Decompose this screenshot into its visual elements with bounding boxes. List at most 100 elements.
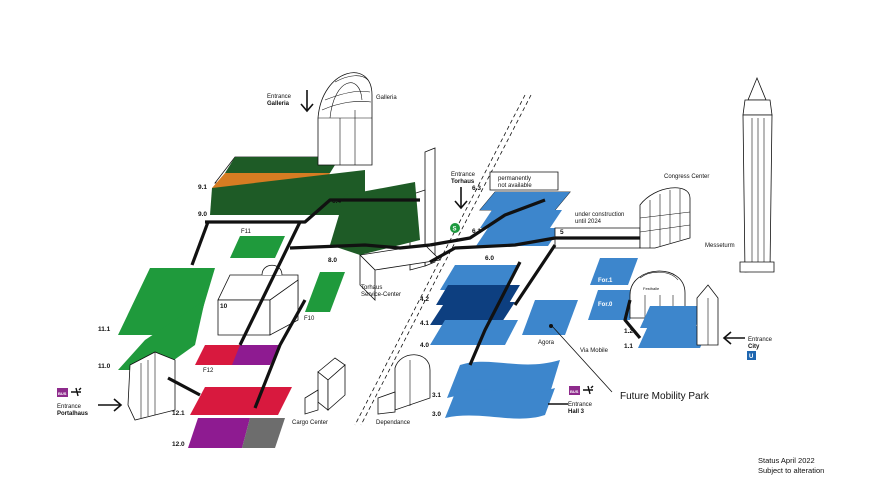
entrance-galleria-label-2: Galleria: [267, 101, 290, 107]
railway-line-2: [360, 94, 532, 426]
note-under-construction: under construction: [575, 212, 624, 218]
hall-6-3-note-box: [489, 171, 559, 191]
entrance-hall3-label-2: Hall 3: [568, 409, 585, 415]
hall-12-0-grey[interactable]: [242, 418, 285, 448]
forum-1[interactable]: [590, 258, 638, 285]
label-cargo-center: Cargo Center: [292, 420, 328, 426]
label-hall-9-0: 9.0: [198, 211, 207, 218]
arrow-left-icon: [722, 331, 745, 345]
label-festhalle: Festhalle: [643, 286, 660, 291]
entrance-city-label-1: Entrance: [748, 337, 773, 343]
hall-4-0[interactable]: [430, 320, 518, 345]
hall-3-0[interactable]: [445, 388, 555, 419]
hall-12-0-purple[interactable]: [188, 418, 250, 448]
svg-text:U: U: [749, 354, 753, 360]
portalhaus-building[interactable]: [127, 351, 176, 421]
airplane-icon: [583, 385, 594, 395]
agora-area[interactable]: [522, 300, 578, 335]
bus-icon: BUS: [569, 386, 580, 395]
hall-f12-purple[interactable]: [232, 345, 280, 365]
airplane-icon: [71, 387, 82, 397]
label-hall-12-1: 12.1: [172, 410, 185, 417]
pointer-dot: [549, 324, 553, 328]
hall-1-tower[interactable]: [696, 284, 719, 346]
label-for-1: For.1: [598, 278, 613, 284]
hall-3-1[interactable]: [447, 360, 560, 398]
label-hall-3-0: 3.0: [432, 411, 441, 418]
entrance-torhaus-label-2: Torhaus: [451, 179, 475, 185]
label-future-mobility-park: Future Mobility Park: [620, 391, 710, 402]
arrow-right-icon: [98, 398, 123, 412]
label-for-0: For.0: [598, 302, 613, 308]
label-hall-6-0: 6.0: [485, 255, 494, 262]
note-not-available: not available: [498, 183, 532, 189]
hall-12-1[interactable]: [190, 387, 292, 415]
label-hall-3-1: 3.1: [432, 392, 441, 399]
walkway-network: [167, 198, 642, 409]
label-galleria: Galleria: [376, 95, 397, 101]
label-hall-1-1: 1.1: [624, 343, 633, 350]
hall-4-3[interactable]: [440, 265, 520, 290]
cargo-center-building[interactable]: [304, 357, 346, 415]
arrow-down-icon: [300, 90, 314, 113]
label-hall-12-0: 12.0: [172, 441, 185, 448]
note-until-2024: until 2024: [575, 219, 602, 225]
label-f10: F10: [304, 316, 315, 322]
label-hall-6-1: 6.1: [472, 228, 481, 235]
dependance-building[interactable]: [377, 354, 431, 415]
label-torhaus-sc-2: Service-Center: [361, 292, 401, 298]
entrance-portalhaus-label-1: Entrance: [57, 404, 82, 410]
label-congress-center: Congress Center: [664, 174, 709, 180]
label-f11: F11: [241, 229, 252, 235]
label-dependance: Dependance: [376, 420, 411, 426]
u-bahn-icon: U: [747, 351, 756, 360]
status-date: Status April 2022: [758, 456, 815, 465]
hall-6-3[interactable]: [480, 192, 570, 210]
pointer-line: [551, 325, 613, 393]
svg-text:BUS: BUS: [570, 389, 579, 394]
messeturm-tower[interactable]: [739, 76, 775, 273]
entrance-hall3-label-1: Entrance: [568, 402, 593, 408]
congress-center-building[interactable]: [639, 187, 691, 249]
label-hall-1-2: 1.2: [624, 328, 633, 335]
label-f12: F12: [203, 368, 214, 374]
entrance-torhaus-label-1: Entrance: [451, 172, 476, 178]
hall-f11[interactable]: [230, 236, 285, 258]
label-hall-10: 10: [220, 303, 228, 310]
status-note: Subject to alteration: [758, 466, 824, 475]
hall-4-1[interactable]: [430, 302, 515, 325]
label-messeturm: Messeturm: [705, 243, 735, 249]
label-agora: Agora: [538, 340, 555, 346]
entrance-portalhaus-label-2: Portalhaus: [57, 411, 89, 417]
label-torhaus-sc-1: Torhaus: [361, 285, 382, 291]
label-hall-8-0: 8.0: [328, 257, 337, 264]
label-hall-4-0: 4.0: [420, 342, 429, 349]
svg-text:S: S: [453, 227, 457, 233]
label-hall-11-1: 11.1: [98, 326, 111, 333]
svg-text:BUS: BUS: [58, 391, 67, 396]
entrance-city-label-2: City: [748, 344, 760, 350]
label-hall-4-2: 4.2: [420, 296, 429, 303]
hall-1-1[interactable]: [638, 326, 710, 348]
label-via-mobile: Via Mobile: [580, 348, 609, 354]
hall-1-2[interactable]: [640, 306, 705, 328]
label-hall-5: 5: [560, 229, 564, 236]
s-bahn-icon: S: [450, 223, 460, 233]
note-permanently: permanently: [498, 176, 531, 182]
bus-icon: BUS: [57, 388, 68, 397]
hall-6-2[interactable]: [480, 210, 562, 228]
hall-10-building[interactable]: [217, 264, 299, 336]
hall-9-2[interactable]: [225, 157, 340, 173]
label-hall-6-3: 6.3: [472, 185, 481, 192]
label-hall-11-0: 11.0: [98, 363, 111, 370]
hall-11-0[interactable]: [118, 300, 205, 370]
label-hall-4-1: 4.1: [420, 320, 429, 327]
arrow-down-icon: [454, 187, 468, 210]
label-hall-9-1: 9.1: [198, 184, 207, 191]
hall-f10[interactable]: [305, 272, 345, 312]
hall-11-1[interactable]: [118, 268, 215, 335]
galleria-building[interactable]: [317, 72, 373, 166]
entrance-galleria-label-1: Entrance: [267, 94, 292, 100]
